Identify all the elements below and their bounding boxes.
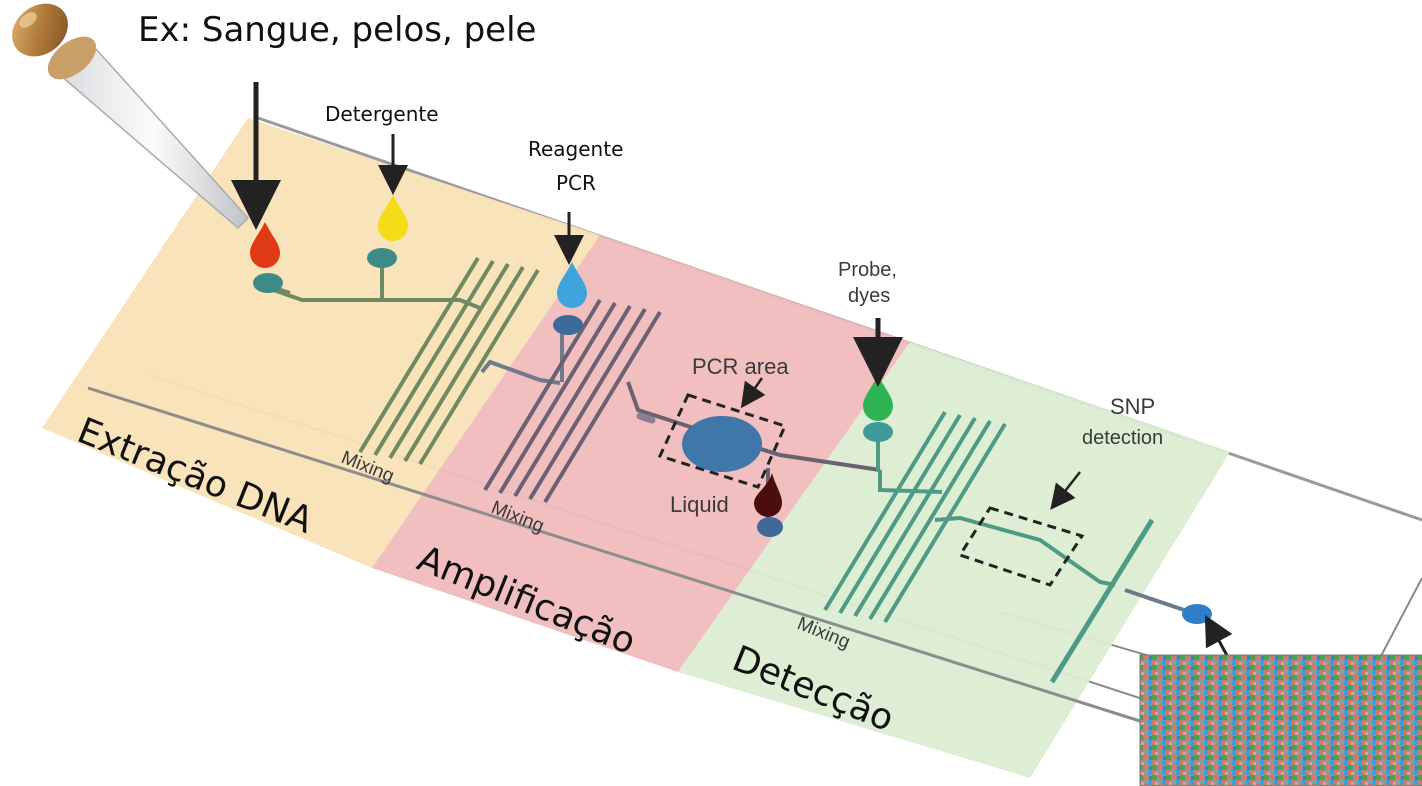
snp-arrow-icon [1050, 471, 1081, 510]
probe-drop-green [863, 375, 893, 421]
extraction-zone [42, 118, 600, 568]
channel-to-snp [934, 515, 1116, 587]
snp-label-line2: detection [1082, 427, 1163, 449]
pcr-reagent-label-bg [525, 132, 625, 206]
amplification-zone [372, 235, 910, 672]
chip-bottom-edge [87, 386, 1346, 786]
sequencing-readout-image [1139, 654, 1422, 786]
detergent-label-bg [320, 97, 480, 127]
probe-label-line1: Probe, [838, 259, 897, 281]
liquid-label: Liquid [670, 492, 729, 517]
sample-drop-red [250, 222, 280, 268]
mixing-serpentine-3 [823, 410, 1007, 624]
snp-label-line1: SNP [1110, 394, 1155, 419]
detergent-reservoir [367, 248, 397, 268]
probe-label-line2: dyes [848, 285, 890, 307]
sample-title: Ex: Sangue, pelos, pele [138, 10, 536, 50]
pcr-reagent-label-line2: PCR [556, 171, 596, 195]
channel-valve [636, 412, 656, 424]
mixing-serpentine-1 [358, 256, 540, 466]
sample-reservoir [253, 273, 283, 293]
outlet-reservoir [1182, 604, 1212, 624]
pcr-area-arrow-icon [740, 377, 766, 409]
detergent-label: Detergente [325, 102, 439, 126]
pcr-area-label: PCR area [692, 354, 789, 379]
detection-zone [678, 342, 1230, 778]
pcr-chamber [682, 416, 762, 472]
liquid-drop-dark [754, 473, 782, 517]
probe-reservoir [863, 422, 893, 442]
pcr-reagent-label-line1: Reagente [528, 137, 623, 161]
snp-detection-box [957, 506, 1085, 587]
channel-to-outlet [1124, 588, 1191, 614]
pcr-reagent-reservoir [553, 315, 583, 335]
pcr-area-box [657, 393, 788, 489]
liquid-reservoir [757, 517, 783, 537]
mixing-serpentine-2 [483, 298, 662, 504]
detergent-drop-yellow [378, 195, 408, 241]
pcr-reagent-drop-blue [557, 262, 587, 308]
dropper-icon [12, 3, 250, 230]
snp-outlet-channel [1049, 518, 1155, 684]
